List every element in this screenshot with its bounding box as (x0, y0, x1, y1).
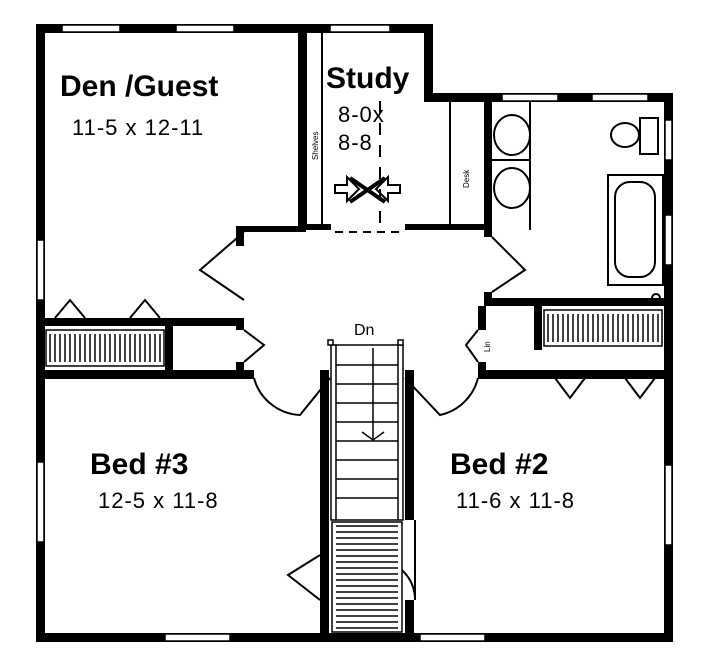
windows (36, 24, 673, 642)
bed3-room-name: Bed #3 (90, 448, 189, 481)
shelf-hatch (49, 314, 659, 629)
shelves-label: Shelves (311, 131, 320, 160)
bed3-room-size: 12-5 x 11-8 (98, 488, 219, 513)
den-study-wall (298, 24, 307, 229)
stairs-down-label: Dn (354, 322, 375, 339)
right-exterior-wall (664, 93, 673, 641)
study-size-line2: 8-8 (338, 130, 373, 155)
left-exterior-wall (36, 24, 45, 641)
staircase[interactable] (327, 339, 404, 521)
bath-bottom-wall (484, 298, 673, 306)
study-bottom-wall-left (306, 224, 331, 230)
bed2-top-wall (478, 370, 673, 379)
den-top-wall (36, 24, 306, 33)
study-bottom-wall-right (405, 224, 492, 230)
arrow-head-icon (361, 431, 385, 441)
den-closet-wall (44, 318, 244, 326)
bed2-room-name: Bed #2 (450, 448, 549, 481)
linen-closet-label: Lin (483, 341, 492, 352)
fixtures (54, 33, 664, 601)
bed3-top-wall (44, 370, 254, 379)
stair-left-wall (320, 370, 329, 642)
bed2-room-size: 11-6 x 11-8 (456, 488, 576, 513)
desk-label: Desk (462, 169, 471, 188)
bath-left-wall (484, 101, 492, 237)
bottom-exterior-wall (36, 633, 673, 642)
study-size-line1: 8-0x (338, 102, 385, 127)
den-room-size: 11-5 x 12-11 (72, 115, 205, 140)
den-room-name: Den /Guest (60, 70, 219, 103)
study-right-wall (424, 24, 433, 101)
study-room-name: Study (326, 62, 410, 95)
stair-right-wall (405, 370, 414, 520)
